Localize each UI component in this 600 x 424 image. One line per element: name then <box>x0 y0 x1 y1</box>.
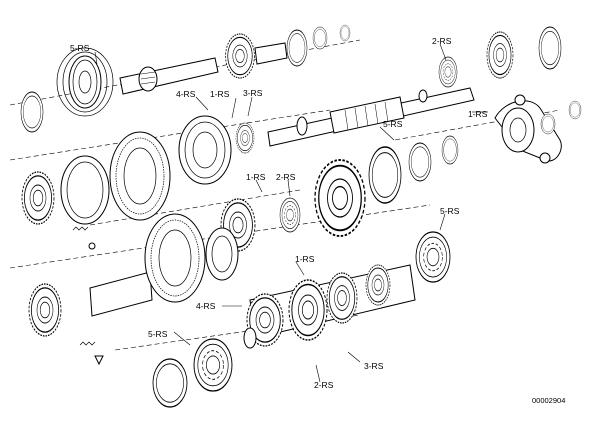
callout-c11: 1-RS <box>295 254 315 264</box>
callout-c5: 2-RS <box>432 36 452 46</box>
callout-c2: 4-RS <box>176 89 196 99</box>
callout-c9: 2-RS <box>276 172 296 182</box>
top-right-gear-cluster <box>438 26 562 88</box>
callout-c4: 3-RS <box>243 88 263 98</box>
output-flange <box>494 94 582 164</box>
callout-c3: 1-RS <box>210 89 230 99</box>
middle-synchro-assembly <box>21 115 255 250</box>
document-number: 00002904 <box>532 396 565 405</box>
callout-c8: 1-RS <box>246 172 266 182</box>
callout-c10: 5-RS <box>440 206 460 216</box>
callout-c15: 2-RS <box>314 380 334 390</box>
callout-labels: 5-RS 4-RS 1-RS 3-RS 2-RS 1-RS 5-RS 1-RS … <box>70 36 488 390</box>
callout-c6: 1-RS <box>468 109 488 119</box>
callout-leaders <box>94 43 488 383</box>
callout-c12: 4-RS <box>196 301 216 311</box>
countershaft-cluster <box>152 264 416 408</box>
input-shaft-assembly <box>20 24 351 133</box>
lower-synchro-assembly <box>28 213 239 366</box>
callout-c14: 3-RS <box>364 361 384 371</box>
callout-c1: 5-RS <box>70 43 90 53</box>
callout-c13: 5-RS <box>148 329 168 339</box>
main-shaft <box>267 87 475 147</box>
callout-c7: 5-RS <box>383 119 403 129</box>
middle-gear-set <box>220 135 459 283</box>
